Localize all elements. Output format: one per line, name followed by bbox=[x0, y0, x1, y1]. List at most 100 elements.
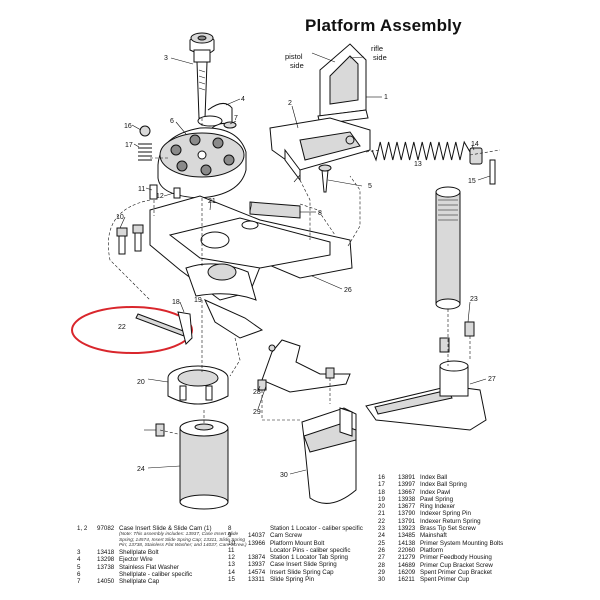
legend-num: 7 bbox=[77, 578, 81, 586]
legend-num: 14 bbox=[228, 568, 235, 576]
mainshaft-part bbox=[435, 186, 461, 310]
legend-code: 13891 bbox=[398, 474, 416, 481]
legend-desc: Locator Pins - caliber specific bbox=[270, 546, 351, 554]
shellplate-bolt-part bbox=[189, 32, 215, 119]
part-number-11: 11 bbox=[138, 186, 145, 193]
legend-num: 25 bbox=[378, 539, 385, 547]
legend-desc: Spent Primer Cup Bracket bbox=[420, 568, 492, 576]
legend-desc: Case Insert Slide & Slide Cam (1) bbox=[119, 525, 212, 532]
legend-num: 15 bbox=[228, 576, 235, 584]
legend-desc: Shellplate - caliber specific bbox=[119, 570, 193, 578]
legend-num: 18 bbox=[378, 488, 385, 496]
part-number-18: 18 bbox=[172, 299, 180, 306]
legend-desc: Mainshaft bbox=[420, 532, 447, 540]
legend-code: 16209 bbox=[398, 568, 416, 576]
legend-desc: Ejector Wire bbox=[119, 556, 153, 564]
legend-note: (Note: This assembly includes: 13937, Ca… bbox=[119, 532, 239, 538]
legend-code: 13937 bbox=[248, 561, 266, 569]
part-number-15: 15 bbox=[468, 178, 476, 185]
legend-desc: Index Pawl bbox=[420, 488, 451, 496]
part-number-29: 29 bbox=[253, 409, 261, 416]
platform-part bbox=[149, 195, 353, 339]
part-number-16: 16 bbox=[124, 123, 132, 130]
legend-code: 13790 bbox=[398, 510, 416, 518]
part-number-20: 20 bbox=[137, 379, 145, 386]
legend-num: 8 bbox=[228, 525, 232, 532]
primer-feedbody-housing-part bbox=[365, 360, 487, 431]
legend-num: 12 bbox=[228, 554, 235, 562]
indexer-return-spring-part bbox=[135, 313, 187, 337]
part-number-24: 24 bbox=[137, 466, 145, 473]
legend-desc: Cam Screw bbox=[270, 532, 302, 540]
legend-desc: Index Ball bbox=[420, 474, 448, 481]
legend-num: 4 bbox=[77, 556, 81, 564]
index-pawl-part bbox=[177, 311, 193, 345]
legend-note: Spring; 14574, Insert Slide Spring Cap; … bbox=[119, 537, 246, 543]
spent-primer-cup-part-body bbox=[179, 419, 229, 510]
legend-desc: Platform Mount Bolt bbox=[270, 539, 325, 547]
legend-code: 13418 bbox=[97, 549, 115, 557]
part-number-4: 4 bbox=[241, 96, 245, 103]
index-ball-part bbox=[139, 125, 151, 137]
legend-num: 9 bbox=[228, 532, 232, 540]
legend-num: 20 bbox=[378, 503, 385, 511]
part-number-14: 14 bbox=[471, 141, 479, 148]
legend-num: 24 bbox=[378, 532, 385, 540]
cam-screw-part bbox=[321, 169, 329, 193]
legend-code bbox=[248, 525, 270, 532]
legend-desc: Spent Primer Cup bbox=[420, 576, 470, 584]
highlight-circle bbox=[71, 306, 193, 354]
legend-desc: Slide Spring Pin bbox=[270, 576, 315, 584]
platform-mount-bolts-part bbox=[116, 224, 144, 255]
slide-cam-part bbox=[317, 43, 369, 125]
legend-num: 26 bbox=[378, 546, 385, 554]
part-number-7: 7 bbox=[234, 115, 238, 122]
legend-desc: Station 1 Locator - caliber specific bbox=[270, 525, 363, 532]
legend-code: 13738 bbox=[97, 563, 115, 571]
part-number-6: 6 bbox=[170, 118, 174, 125]
part-number-2: 2 bbox=[288, 100, 292, 107]
legend-desc: Indexer Spring Pin bbox=[420, 510, 471, 518]
legend-num: 1, 2 bbox=[77, 525, 88, 532]
station-1-locator-part bbox=[249, 201, 301, 219]
legend-code: 13311 bbox=[248, 576, 265, 584]
legend-code: 16211 bbox=[398, 576, 415, 584]
part-number-30: 30 bbox=[280, 472, 288, 479]
part-number-8: 8 bbox=[318, 210, 322, 217]
diagram-title: Platform Assembly bbox=[305, 16, 462, 35]
part-number-3: 3 bbox=[164, 55, 168, 62]
leader-lines bbox=[119, 52, 491, 475]
legend-desc: Indexer Return Spring bbox=[420, 517, 481, 525]
legend-num: 19 bbox=[378, 495, 385, 503]
part-number-13: 13 bbox=[414, 161, 422, 168]
legend-desc: Ring Indexer bbox=[420, 503, 456, 511]
legend-num: 10 bbox=[228, 539, 235, 547]
legend-code: 13938 bbox=[398, 495, 416, 503]
legend-code: 13997 bbox=[398, 481, 416, 489]
legend-code: 14037 bbox=[248, 532, 266, 540]
case-insert-slide-spring-part bbox=[371, 140, 471, 162]
part-number-26: 26 bbox=[344, 287, 352, 294]
legend-desc: Platform bbox=[420, 546, 444, 554]
slide-spring-pin-part bbox=[489, 159, 496, 185]
part-number-28: 28 bbox=[253, 389, 261, 396]
part-number-23: 23 bbox=[470, 296, 478, 303]
parts-legend-middle: 8 Station 1 Locator - caliber specific 9 14… bbox=[228, 525, 363, 583]
